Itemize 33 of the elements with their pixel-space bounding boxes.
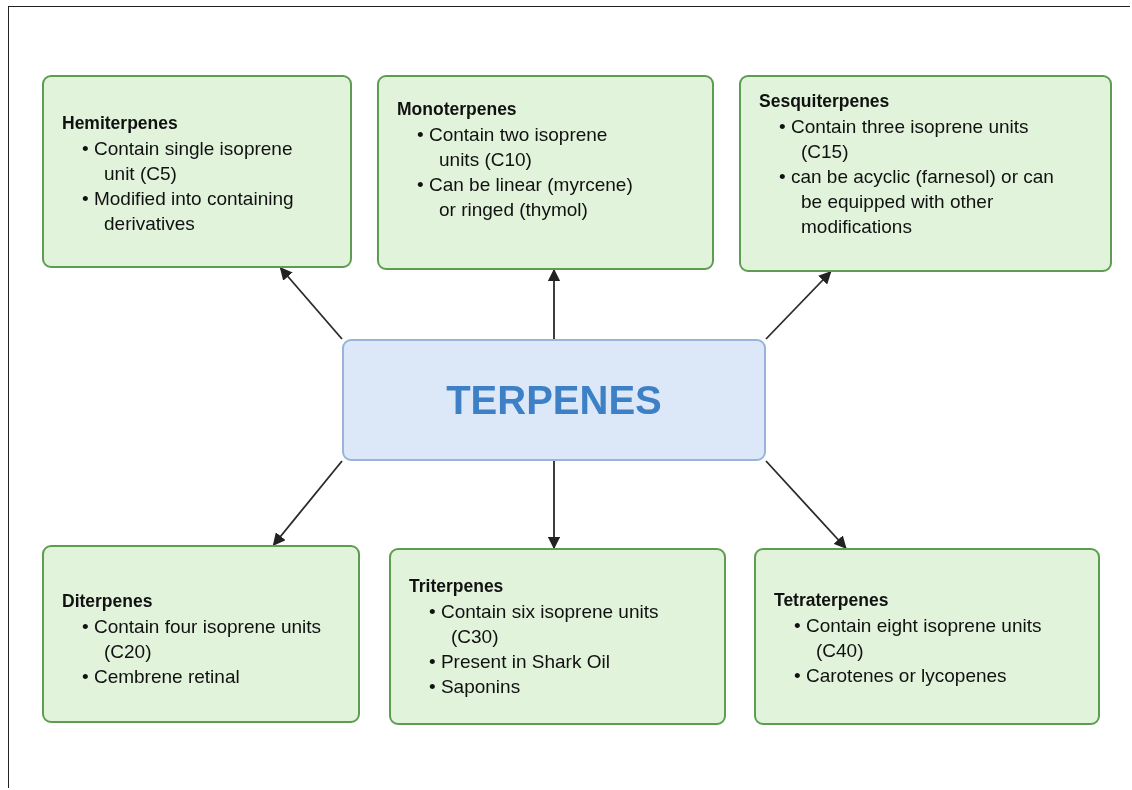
arrow (765, 460, 847, 549)
bullet-point: • Carotenes or lycopenes (794, 664, 1008, 688)
category-card (42, 75, 352, 268)
category-heading: Hemiterpenes (62, 113, 179, 134)
bullet-point: • can be acyclic (farnesol) or can be equipped with other modifications (779, 165, 1055, 239)
bullet-point: • Contain single isoprene unit (C5) (82, 137, 294, 186)
arrow (547, 460, 561, 550)
arrow (279, 267, 343, 340)
category-heading: Tetraterpenes (774, 590, 890, 611)
bullet-point: • Modified into containing derivatives (82, 187, 295, 236)
bullet-point: • Contain eight isoprene units (C40) (794, 614, 1043, 663)
category-card (739, 75, 1112, 272)
bullet-point: • Saponins (429, 675, 522, 699)
arrow (765, 271, 832, 340)
bullet-point: • Contain three isoprene units (C15) (779, 115, 1030, 164)
category-heading: Monoterpenes (397, 99, 518, 120)
central-box (342, 339, 766, 461)
category-card (389, 548, 726, 725)
category-heading: Triterpenes (409, 576, 505, 597)
bullet-point: • Contain six isoprene units (C30) (429, 600, 660, 649)
central-label: TERPENES (446, 377, 662, 423)
category-card (377, 75, 714, 270)
bullet-point: • Contain two isoprene units (C10) (417, 123, 609, 172)
bullet-point: • Present in Shark Oil (429, 650, 611, 674)
category-heading: Sesquiterpenes (759, 91, 891, 112)
bullet-point: • Cembrene retinal (82, 665, 241, 689)
arrow (272, 460, 343, 546)
category-card (754, 548, 1100, 725)
category-heading: Diterpenes (62, 591, 154, 612)
bullet-point: • Contain four isoprene units (C20) (82, 615, 322, 664)
bullet-point: • Can be linear (myrcene) or ringed (thymol) (417, 173, 634, 222)
arrow (547, 268, 561, 340)
category-card (42, 545, 360, 723)
